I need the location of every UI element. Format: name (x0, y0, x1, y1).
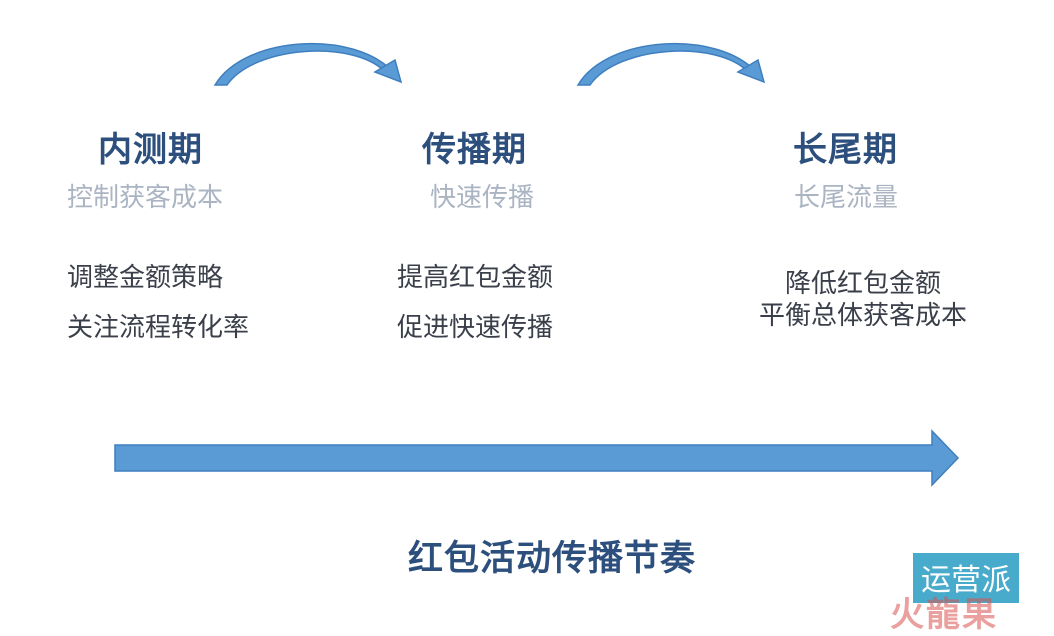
watermark-sub-logo: 火龍果 (890, 595, 998, 635)
watermark-logo: 运营派 (913, 553, 1019, 603)
phase-1-title: 内测期 (98, 130, 203, 170)
diagram-caption: 红包活动传播节奏 (408, 539, 697, 579)
phase-3-action-1: 降低红包金额 (784, 269, 941, 299)
timeline-arrow (114, 429, 960, 487)
phase-2-action-2: 促进快速传播 (397, 313, 554, 343)
phase-2-title: 传播期 (422, 130, 527, 170)
phase-3-action-2: 平衡总体获客成本 (758, 301, 967, 331)
phase-3-subtitle: 长尾流量 (794, 183, 899, 213)
phase-3-title: 长尾期 (793, 130, 898, 170)
phase-1-action-2: 关注流程转化率 (67, 313, 250, 343)
phase-2-subtitle: 快速传播 (430, 183, 535, 213)
phase-2-action-1: 提高红包金额 (397, 263, 554, 293)
curved-arrow-1 (213, 42, 403, 86)
curved-arrow-2 (576, 42, 766, 86)
phase-1-subtitle: 控制获客成本 (67, 183, 224, 213)
phase-1-action-1: 调整金额策略 (67, 263, 224, 293)
